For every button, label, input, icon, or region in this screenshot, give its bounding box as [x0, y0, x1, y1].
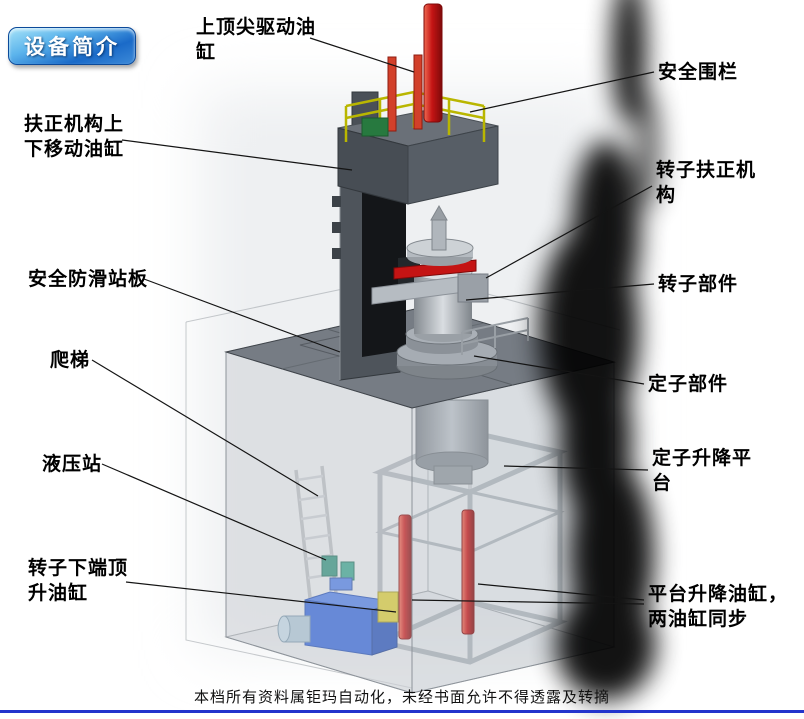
- column-graphic: [332, 141, 406, 381]
- hydraulic-station-graphic: [277, 591, 399, 656]
- control-box-graphic: [361, 117, 389, 137]
- label-safety-fence: 安全围栏: [658, 62, 739, 83]
- label-rotor-bottom-jack: 转子下端顶 升油缸: [28, 558, 129, 604]
- platform-rail-graphic: [461, 317, 529, 355]
- label-rotor-centering: 转子扶正机 构: [656, 160, 757, 206]
- label-antislip-plate: 安全防滑站板: [28, 269, 149, 290]
- confidentiality-note: 本档所有资料属钜玛自动化，未经书面允许不得透露及转摘: [193, 689, 610, 706]
- platform-lift-cylinders-graphic: [398, 509, 475, 640]
- title-badge-label: 设备简介: [24, 36, 120, 59]
- hydraulic-valves-graphic: [321, 555, 355, 591]
- label-stator-lift-platform: 定子升降平 台: [652, 448, 753, 494]
- title-badge: 设备简介: [8, 27, 136, 65]
- label-ladder: 爬梯: [50, 350, 91, 371]
- label-platform-lift-cylinders: 平台升降油缸， 两油缸同步: [648, 584, 789, 630]
- rotor-assembly-graphic: [371, 204, 498, 380]
- label-stator-part: 定子部件: [648, 374, 729, 395]
- label-hydraulic-station: 液压站: [42, 454, 103, 475]
- bottom-divider: [0, 710, 804, 713]
- stator-under-plate-graphic: [415, 399, 489, 485]
- label-top-cylinder: 上顶尖驱动油 缸: [196, 17, 317, 63]
- label-centering-cylinder: 扶正机构上 下移动油缸: [24, 114, 125, 160]
- top-cylinder-graphic: [387, 3, 443, 132]
- leader-lines: [91, 37, 655, 613]
- label-rotor-part: 转子部件: [658, 274, 739, 295]
